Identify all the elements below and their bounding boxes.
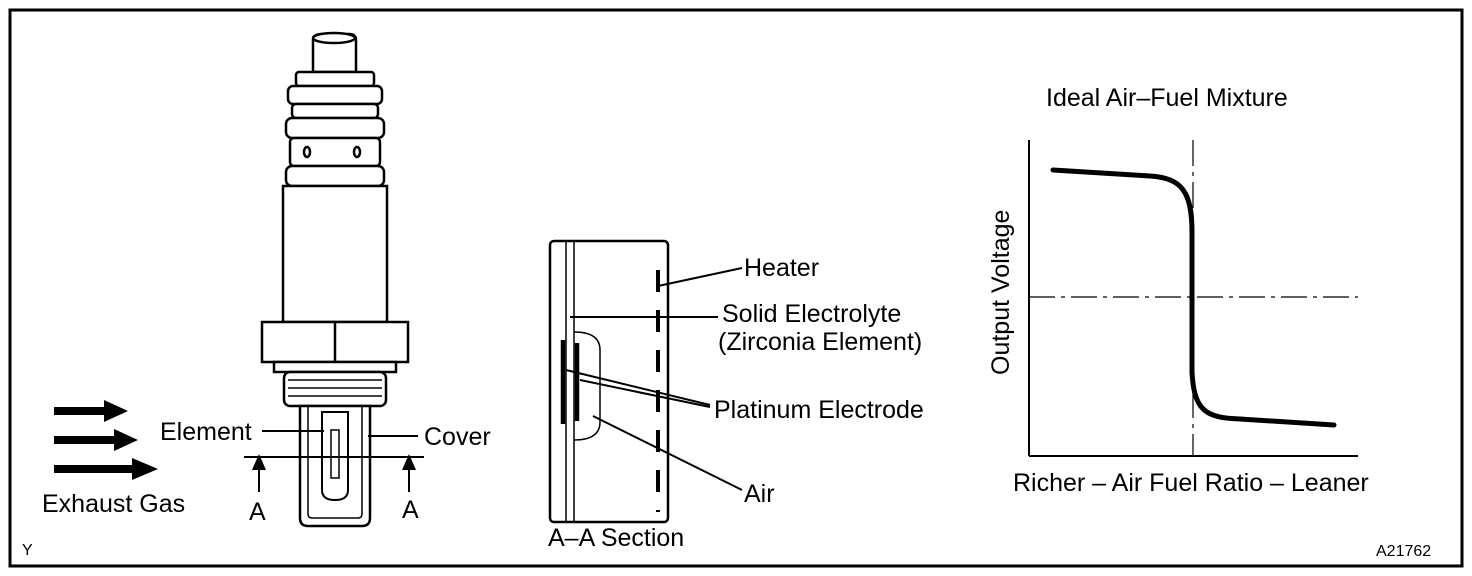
sensor-boot-rib-2 [290, 102, 380, 120]
sensor-boot-rib-3 [284, 116, 386, 140]
electrolyte-label-line2: (Zirconia Element) [718, 328, 922, 356]
output-voltage-curve [1050, 167, 1337, 428]
voltage-graph [1028, 140, 1358, 457]
graph-xlabel: Richer – Air Fuel Ratio – Leaner [1013, 469, 1369, 497]
heater-label: Heater [744, 254, 819, 282]
section-marker-right: A [402, 496, 419, 524]
air-channel [573, 331, 601, 441]
sensor-boot-top [294, 70, 376, 88]
electrolyte-label-line1: Solid Electrolyte [722, 300, 901, 328]
sensor-thread [282, 370, 388, 408]
element-label: Element [160, 418, 252, 446]
cross-section-view [548, 239, 670, 524]
sensor-vent-hole-left [302, 145, 312, 159]
section-outline [548, 239, 670, 524]
sensor-wire-cap-end [311, 31, 357, 45]
figure-border [8, 8, 1464, 568]
sensor-boot-rib-4 [284, 164, 386, 188]
exhaust-flow-arrows [54, 400, 158, 480]
sensor-vent-hole-right [352, 145, 362, 159]
graph-ylabel: Output Voltage [987, 210, 1015, 375]
graph-title: Ideal Air–Fuel Mixture [1046, 84, 1288, 112]
section-arrow-right [402, 454, 416, 470]
section-arrow-left [252, 454, 266, 470]
corner-letter: Y [22, 542, 33, 559]
sensor-body [281, 184, 389, 324]
air-label: Air [744, 480, 775, 508]
platinum-electrode-label: Platinum Electrode [714, 396, 924, 424]
oxygen-sensor-illustration [260, 31, 410, 528]
section-title: A–A Section [548, 524, 684, 552]
figure-id: A21762 [1376, 543, 1431, 560]
sensor-boot-rib-1 [286, 84, 384, 106]
section-leader-lines [565, 267, 743, 491]
exhaust-gas-label: Exhaust Gas [42, 490, 185, 518]
section-marker-left: A [249, 498, 266, 526]
cover-label: Cover [424, 423, 491, 451]
